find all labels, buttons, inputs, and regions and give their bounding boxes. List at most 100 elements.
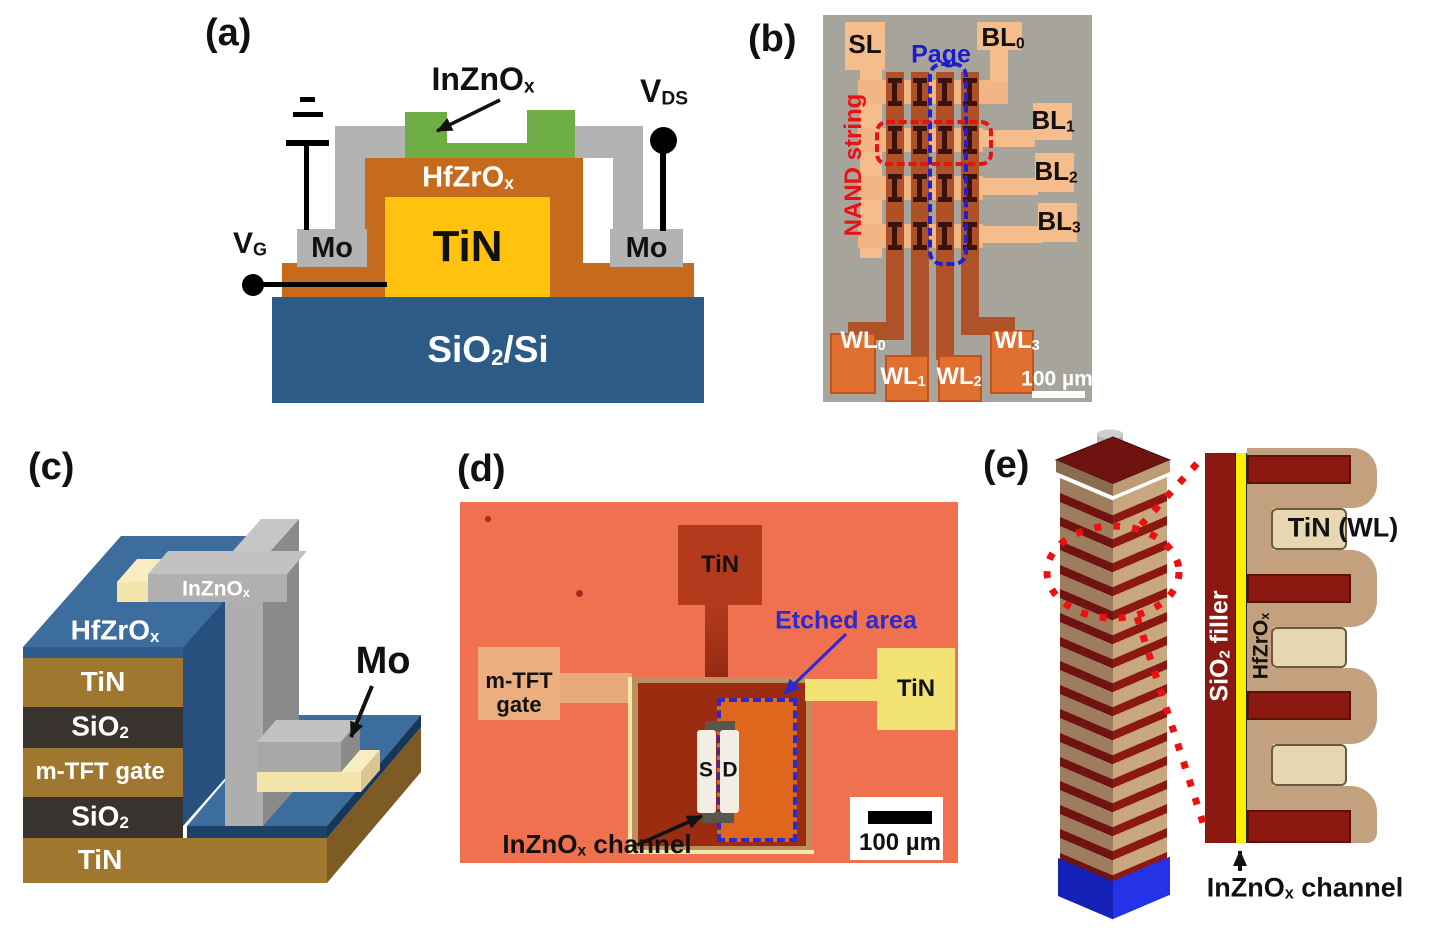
ground-icon — [300, 97, 315, 102]
mtft-gate-label-1: m-TFT — [485, 668, 553, 693]
wl0-pad — [830, 333, 876, 394]
sio2-filler-bar — [1205, 453, 1235, 843]
ground-icon — [286, 140, 329, 146]
sio2-spacer — [1247, 455, 1351, 484]
pillar-right-face — [1113, 477, 1167, 885]
panel-d-letter: (d) — [457, 448, 506, 490]
scale-box — [850, 797, 943, 860]
inznox-channel-line — [1235, 453, 1247, 843]
hfzrox-label: HfZrOx — [422, 161, 514, 194]
scale-bar — [1032, 391, 1085, 398]
vds-terminal-dot — [650, 127, 677, 154]
panel-e-letter: (e) — [983, 444, 1030, 486]
tin-top-pad: TiN — [678, 525, 762, 605]
bl0-label: BL0 — [981, 22, 1025, 53]
nand-string-label: NAND string — [840, 93, 867, 237]
wl0-label: WL0 — [840, 326, 886, 354]
tin-label: TiN — [432, 222, 503, 271]
ground-icon — [293, 112, 323, 117]
scale-label: 100 µm — [859, 829, 941, 856]
memory-cell — [963, 78, 977, 106]
memory-cell — [963, 126, 977, 154]
memory-cell — [938, 78, 952, 106]
wl0-trace — [886, 255, 904, 340]
memory-cell — [913, 222, 927, 250]
bl1-label: BL1 — [1031, 105, 1075, 136]
panel-c-letter: (c) — [28, 446, 75, 488]
tin-top-label: TiN — [700, 551, 740, 578]
hfzrox-liner-strip — [1247, 448, 1273, 843]
memory-cell — [888, 78, 902, 106]
mo-left-foot: Mo — [297, 229, 367, 267]
bl0-pad — [977, 22, 1022, 50]
mo-right-label: Mo — [625, 231, 668, 264]
sio2-spacer — [1247, 691, 1351, 720]
wl3-trace — [961, 255, 979, 335]
mo-left-column — [335, 126, 365, 229]
inznox-right-wing — [527, 110, 575, 158]
memory-cell — [963, 222, 977, 250]
wl3-pad — [990, 330, 1034, 394]
bl3-pad — [1038, 203, 1077, 242]
mtft-gate-arm — [560, 673, 632, 703]
ground-wire — [304, 146, 309, 230]
photo-speck — [485, 516, 491, 522]
source-electrode — [697, 730, 716, 813]
wl1-label: WL1 — [880, 362, 926, 390]
sio2-spacer — [1247, 574, 1351, 603]
bl2-line — [975, 178, 1038, 195]
e-hfzrox-label: HfZrOx — [1249, 612, 1273, 680]
sl-rail — [860, 70, 882, 258]
sd-connector — [702, 812, 734, 823]
substrate-label: SiO2/Si — [427, 328, 549, 370]
sio2-filler-label: SiO2 filler — [1205, 590, 1234, 702]
nand-string-dashed-box — [875, 120, 993, 166]
sio2-spacer — [1247, 810, 1351, 843]
tin-right-pad: TiN — [877, 648, 955, 730]
c-mtft-gate-label: m-TFT gate — [35, 758, 165, 785]
mtft-gate-pad — [478, 647, 560, 720]
row-wire — [858, 80, 1008, 104]
memory-cell — [913, 126, 927, 154]
wl1-pad — [885, 355, 929, 402]
bl2-label: BL2 — [1034, 156, 1078, 187]
tin-right-arm — [805, 679, 882, 701]
wl2-pad — [938, 355, 982, 402]
tin-wl-label: TiN (WL) — [1287, 512, 1399, 543]
tin-wl-pocket — [1271, 508, 1347, 550]
vg-label: VG — [233, 227, 268, 260]
c-hfzrox-label: HfZrOx — [70, 614, 160, 646]
c-inznox-label: InZnOx — [182, 577, 250, 601]
drain-electrode — [720, 730, 739, 813]
sd-connector — [705, 721, 735, 732]
mo-right-foot: Mo — [610, 229, 683, 267]
wl3-label: WL3 — [994, 326, 1040, 354]
memory-cell — [888, 222, 902, 250]
drain-label: D — [722, 758, 738, 782]
bl1-pad — [1033, 103, 1072, 140]
source-label: S — [698, 758, 714, 782]
channel-label: InZnOx channel — [502, 829, 692, 860]
c-sio2-a-label: SiO2 — [71, 710, 129, 742]
scale-bar — [868, 811, 932, 824]
memory-cell — [938, 222, 952, 250]
panel-a-letter: (a) — [205, 12, 252, 54]
mo-left-label: Mo — [311, 231, 353, 264]
panel-b-micrograph: SL BL0 Page NAND string BL1 BL2 BL3 WL0 … — [823, 15, 1093, 402]
sio2-si-substrate: SiO2/Si — [272, 297, 704, 403]
memory-cell — [888, 174, 902, 202]
tin-wl-pocket — [1271, 627, 1347, 668]
memory-cell — [913, 174, 927, 202]
c-mo-label: Mo — [355, 640, 411, 682]
tin-gate: TiN — [385, 197, 550, 297]
mo-arrow — [349, 685, 374, 738]
bl3-line — [975, 226, 1042, 243]
c-tin-bottom-label: TiN — [77, 844, 123, 875]
bl0-stem — [990, 50, 1008, 82]
memory-cell — [938, 174, 952, 202]
panel-d-micrograph: TiN TiN 100 µm m-TFT gate Etched area S … — [460, 502, 958, 863]
gate-ring-line — [628, 677, 632, 854]
inznox-bottom — [447, 143, 527, 158]
mtft-gate-label-2: gate — [496, 692, 542, 717]
